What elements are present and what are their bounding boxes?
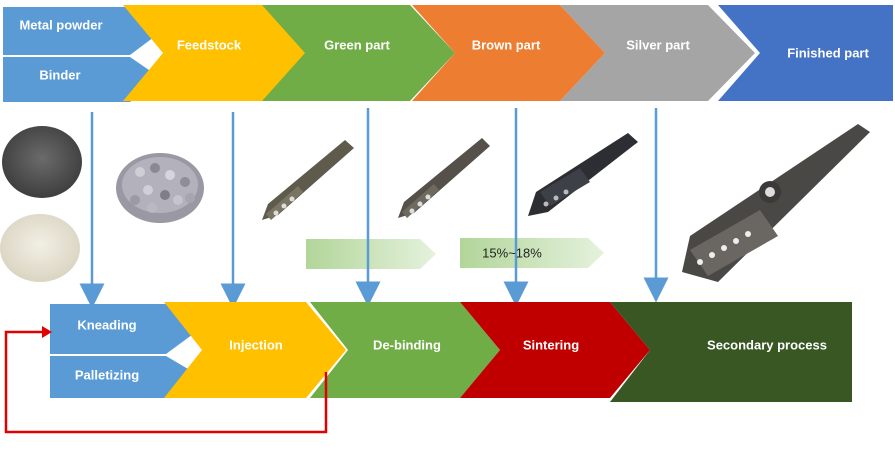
binder-box: [3, 57, 162, 102]
secondary-process-box: [610, 302, 852, 402]
metal-powder-label: Metal powder: [19, 17, 103, 33]
silver-part-image: [528, 133, 638, 216]
green-part-chevron: [262, 5, 455, 101]
silver-part-chevron: [560, 5, 755, 101]
feedstock-pellets-image: [116, 153, 204, 223]
binder-image: [0, 214, 80, 282]
sintering-label: Sintering: [522, 337, 580, 353]
shrinkage-arrow: [460, 238, 604, 268]
injection-label: Injection: [229, 337, 283, 353]
debinding-chevron: [310, 302, 500, 398]
brown-part-label: Brown part: [471, 37, 541, 53]
brown-part-chevron: [412, 5, 605, 101]
sintering-chevron: [460, 302, 650, 398]
binder-label: Binder: [39, 67, 81, 83]
secondary-process-label: Secondary process: [707, 337, 827, 353]
kneading-label: Kneading: [77, 317, 137, 333]
feedback-loop-arrow: [4, 330, 328, 434]
brown-part-image: [398, 138, 490, 218]
metal-powder-image: [2, 126, 82, 198]
finished-part-label: Finished part: [787, 45, 869, 61]
finished-part-box: [718, 5, 893, 101]
metal-powder-box: [3, 7, 162, 55]
green-part-label: Green part: [324, 37, 390, 53]
palletizing-box: [50, 356, 200, 398]
shrinkage-label: 15%~18%: [482, 245, 542, 261]
finished-part-image: [682, 124, 870, 282]
kneading-box: [50, 304, 200, 354]
palletizing-label: Palletizing: [74, 367, 140, 383]
feedback-arrow-head: [42, 326, 52, 338]
debinding-ghost-arrow: [306, 239, 436, 269]
silver-part-label: Silver part: [626, 37, 690, 53]
debinding-label: De-binding: [373, 337, 441, 353]
green-part-image: [262, 140, 354, 220]
injection-chevron: [164, 302, 346, 398]
feedstock-label: Feedstock: [176, 37, 242, 53]
feedstock-chevron: [123, 5, 313, 101]
